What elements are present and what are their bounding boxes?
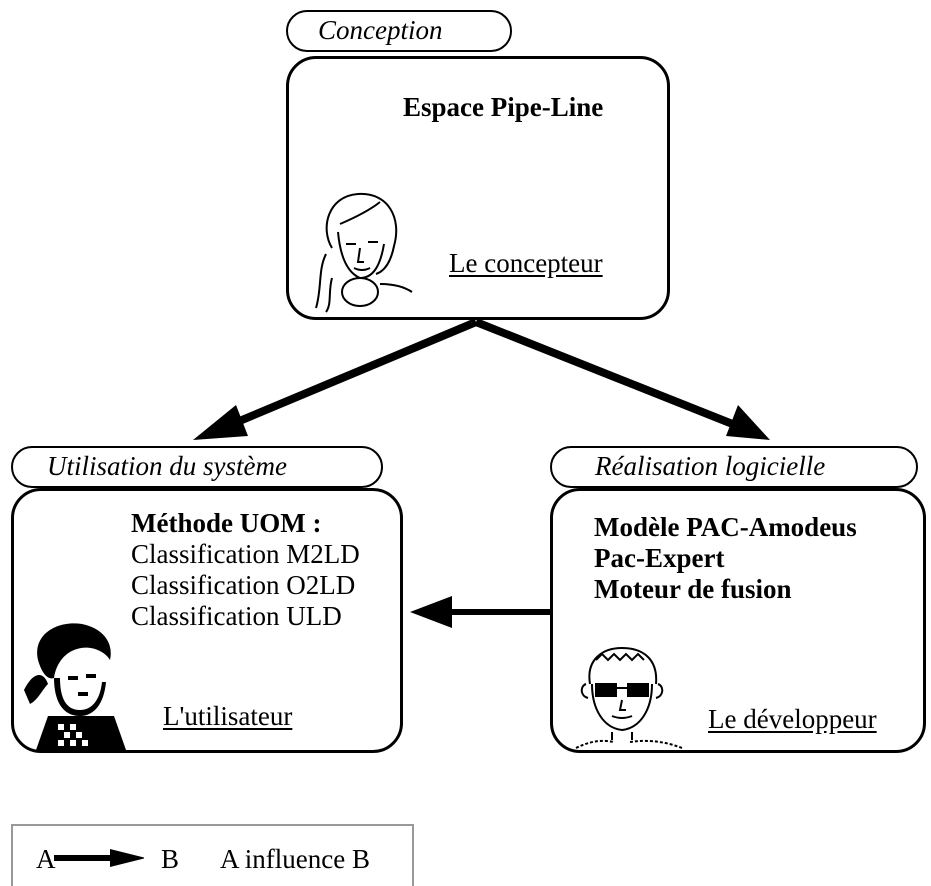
arrow-conception-to-realisation bbox=[474, 318, 737, 429]
legend-a: A bbox=[36, 844, 56, 874]
realisation-role: Le développeur bbox=[708, 704, 877, 734]
legend-box bbox=[11, 824, 414, 886]
utilisation-tab-label: Utilisation du système bbox=[47, 451, 287, 481]
designer-portrait-icon bbox=[315, 192, 413, 313]
realisation-item-0: Modèle PAC-Amodeus bbox=[594, 512, 857, 542]
realisation-item-1: Pac-Expert bbox=[594, 543, 725, 573]
developer-portrait-icon bbox=[575, 646, 683, 749]
arrow-conception-to-utilisation bbox=[228, 318, 478, 429]
legend-arrow-icon bbox=[54, 849, 144, 867]
realisation-item-2: Moteur de fusion bbox=[594, 574, 792, 604]
conception-title: Espace Pipe-Line bbox=[403, 92, 604, 122]
conception-tab: Conception bbox=[286, 10, 512, 52]
utilisation-role: L'utilisateur bbox=[163, 701, 293, 731]
conception-box bbox=[286, 56, 670, 320]
legend-b: B bbox=[161, 844, 180, 874]
utilisation-box bbox=[11, 488, 403, 753]
realisation-tab-label: Réalisation logicielle bbox=[595, 451, 826, 481]
user-portrait-icon bbox=[24, 623, 126, 750]
conception-role: Le concepteur bbox=[449, 248, 603, 278]
utilisation-title: Méthode UOM : bbox=[131, 508, 322, 538]
utilisation-item-0: Classification M2LD bbox=[131, 539, 360, 569]
utilisation-item-1: Classification O2LD bbox=[131, 570, 356, 600]
realisation-tab: Réalisation logicielle bbox=[550, 446, 918, 488]
arrow-head-utilisation-left bbox=[410, 596, 452, 628]
realisation-box bbox=[550, 488, 926, 753]
arrow-head-utilisation bbox=[193, 405, 248, 440]
legend-description: A influence B bbox=[220, 844, 370, 874]
arrow-head-realisation bbox=[726, 405, 770, 440]
conception-tab-label: Conception bbox=[318, 15, 443, 45]
utilisation-item-2: Classification ULD bbox=[131, 601, 342, 631]
utilisation-tab: Utilisation du système bbox=[11, 446, 383, 488]
